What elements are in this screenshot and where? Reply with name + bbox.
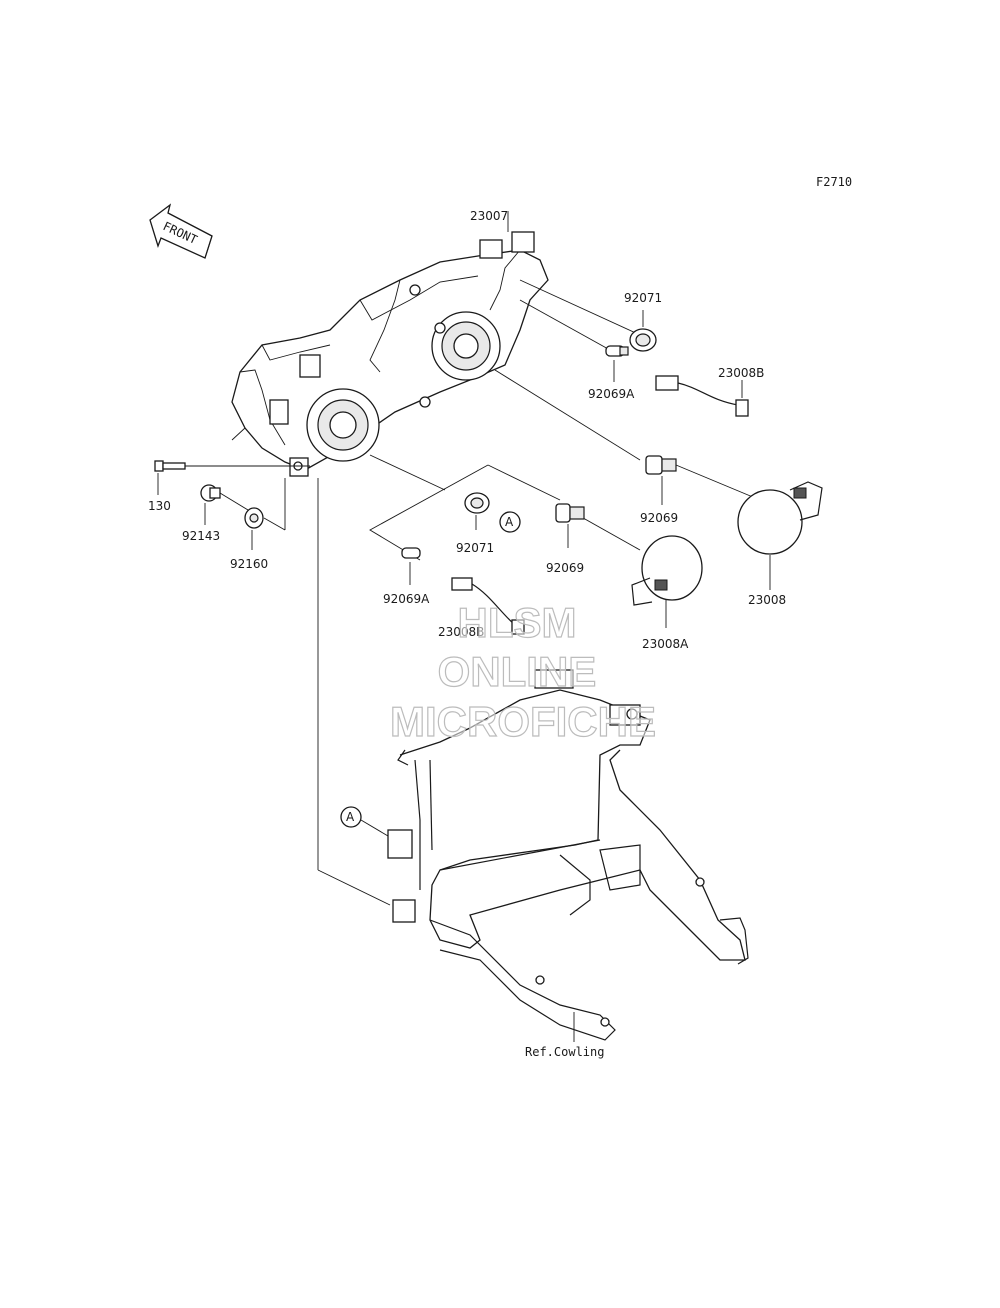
bolt-130	[154, 460, 310, 472]
watermark-line-1: HLSM	[458, 599, 577, 646]
figure-code: F2710	[816, 175, 852, 189]
bulb-92069-right	[645, 455, 761, 501]
collar-92143	[200, 484, 249, 511]
bulb-92069a-low	[401, 547, 421, 559]
grommet-92071-top	[629, 328, 657, 352]
watermark-line-2: ONLINE	[438, 648, 597, 695]
grommet-92071-mid	[464, 492, 490, 514]
headlight-stay-bracket	[387, 669, 749, 1041]
watermark-line-3: MICROFICHE	[390, 698, 656, 745]
watermark: HLSM ONLINE MICROFICHE	[389, 598, 656, 745]
socket-wire-23008b-low	[451, 577, 525, 635]
label-23008b-low: 23008B	[438, 625, 484, 639]
label-23008: 23008	[748, 593, 786, 607]
ref-cowling-label: Ref.Cowling	[525, 1045, 604, 1059]
label-23008a: 23008A	[642, 637, 689, 651]
label-92071-mid: 92071	[456, 541, 494, 555]
label-23007: 23007	[470, 209, 508, 223]
label-92071-top: 92071	[624, 291, 662, 305]
connector-marker-a-bottom	[340, 806, 389, 837]
dust-cover-23008	[737, 481, 823, 555]
label-92069-mid: 92069	[546, 561, 584, 575]
label-92143: 92143	[182, 529, 220, 543]
label-92069a-top: 92069A	[588, 387, 635, 401]
dust-cover-23008a	[631, 535, 703, 606]
label-92069a-low: 92069A	[383, 592, 430, 606]
label-130: 130	[148, 499, 171, 513]
front-direction-arrow-icon	[149, 203, 213, 259]
label-92160: 92160	[230, 557, 268, 571]
damper-92160	[244, 507, 286, 531]
label-92069-right: 92069	[640, 511, 678, 525]
label-23008b-top: 23008B	[718, 366, 764, 380]
marker-a-bottom: A	[346, 810, 355, 824]
headlight-housing	[231, 231, 549, 477]
bulb-92069a-top	[605, 345, 629, 357]
marker-a-top: A	[505, 515, 514, 529]
connector-marker-a-top	[499, 511, 521, 533]
bulb-92069-mid	[555, 503, 585, 523]
socket-wire-23008b-top	[655, 375, 749, 417]
